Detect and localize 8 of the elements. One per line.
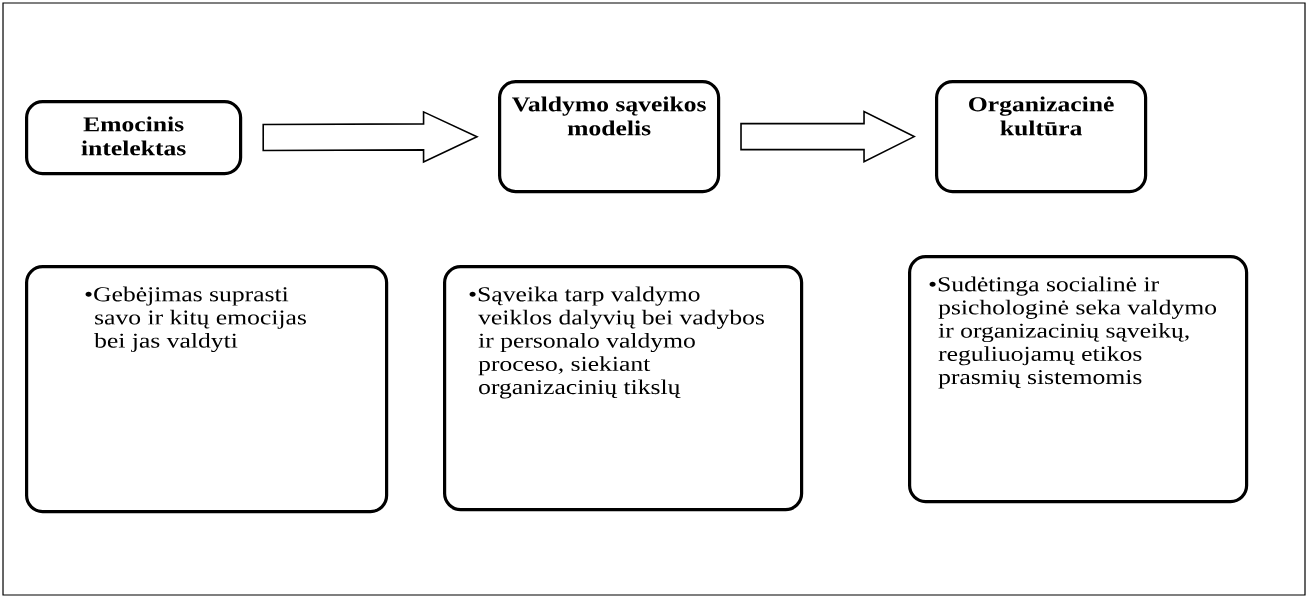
concept-box: Emocinis intelektas (25, 100, 243, 176)
definition-box: •Sąveika tarp valdymo veiklos dalyvių bei vadybos ir personalo valdymo proceso, siekiant organizacinių tikslų (443, 265, 804, 512)
concept-box: Organizacinė kultūra (935, 80, 1148, 194)
definition-box: •Sudėtinga socialinė ir psichologinė seka valdymo ir organizacinių sąveikų, reguliuojamų etikos prasmių sistemomis (908, 255, 1249, 504)
concept-box: Valdymo sąveikos modelis (498, 80, 721, 194)
block-arrow (740, 110, 916, 163)
block-arrow (262, 110, 479, 164)
definition-box: •Gebėjimas suprasti savo ir kitų emocijas bei jas valdyti (25, 265, 389, 514)
